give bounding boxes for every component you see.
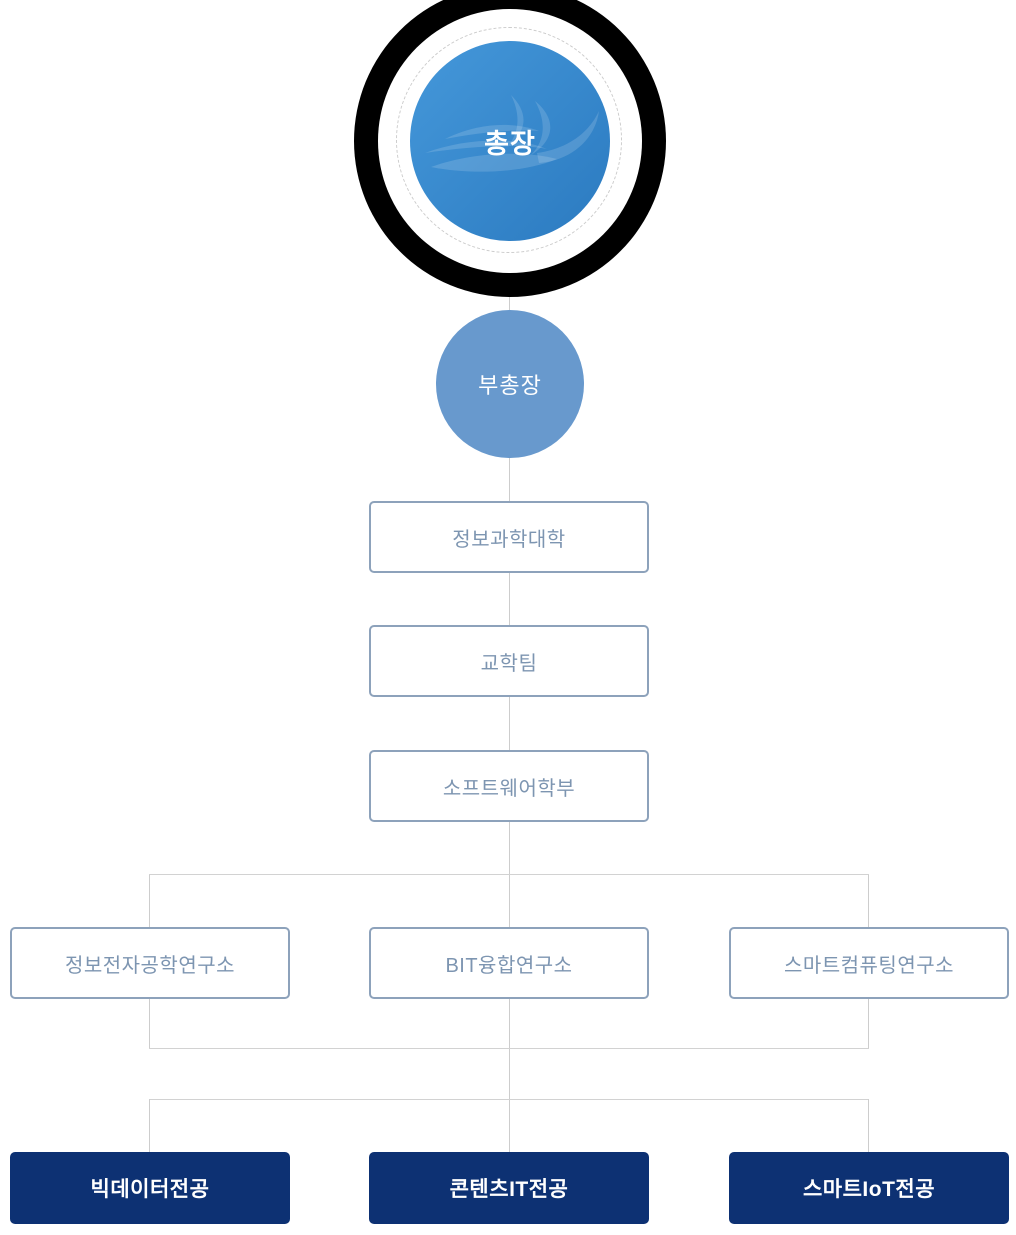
president-label: 총장	[484, 128, 536, 159]
node-institute-smart-computing: 스마트컴퓨팅연구소	[729, 927, 1009, 999]
major-label: 콘텐츠IT전공	[449, 1178, 569, 1201]
node-institute-bit-convergence: BIT융합연구소	[369, 927, 649, 999]
node-vice-president: 부총장	[436, 310, 584, 458]
connector-majors-horizontal	[149, 1099, 869, 1100]
node-major-contents-it: 콘텐츠IT전공	[369, 1152, 649, 1224]
node-president: 총장	[410, 41, 610, 241]
connector-institutes-top-horizontal	[149, 874, 869, 875]
node-academic-team: 교학팀	[369, 625, 649, 697]
software-school-label: 소프트웨어학부	[442, 777, 576, 800]
major-label: 스마트IoT전공	[802, 1178, 936, 1201]
connector-left-vertical-bottom	[149, 1099, 150, 1153]
vice-president-label: 부총장	[478, 373, 542, 398]
president-outer-ring: 총장	[354, 0, 666, 297]
node-software-school: 소프트웨어학부	[369, 750, 649, 822]
college-label: 정보과학대학	[452, 528, 566, 551]
wave-logo-icon	[425, 95, 599, 172]
institute-label: 스마트컴퓨팅연구소	[783, 954, 955, 977]
president-dashed-ring	[396, 27, 622, 253]
president-white-ring: 총장	[378, 9, 642, 273]
institute-label: 정보전자공학연구소	[64, 954, 236, 977]
node-major-bigdata: 빅데이터전공	[10, 1152, 290, 1224]
connector-institutes-bottom-horizontal	[149, 1048, 869, 1049]
node-major-smart-iot: 스마트IoT전공	[729, 1152, 1009, 1224]
node-college: 정보과학대학	[369, 501, 649, 573]
institute-label: BIT융합연구소	[445, 954, 573, 977]
connector-right-vertical-bottom	[868, 1099, 869, 1153]
major-label: 빅데이터전공	[90, 1178, 210, 1201]
node-institute-info-electronics: 정보전자공학연구소	[10, 927, 290, 999]
academic-team-label: 교학팀	[480, 652, 538, 675]
